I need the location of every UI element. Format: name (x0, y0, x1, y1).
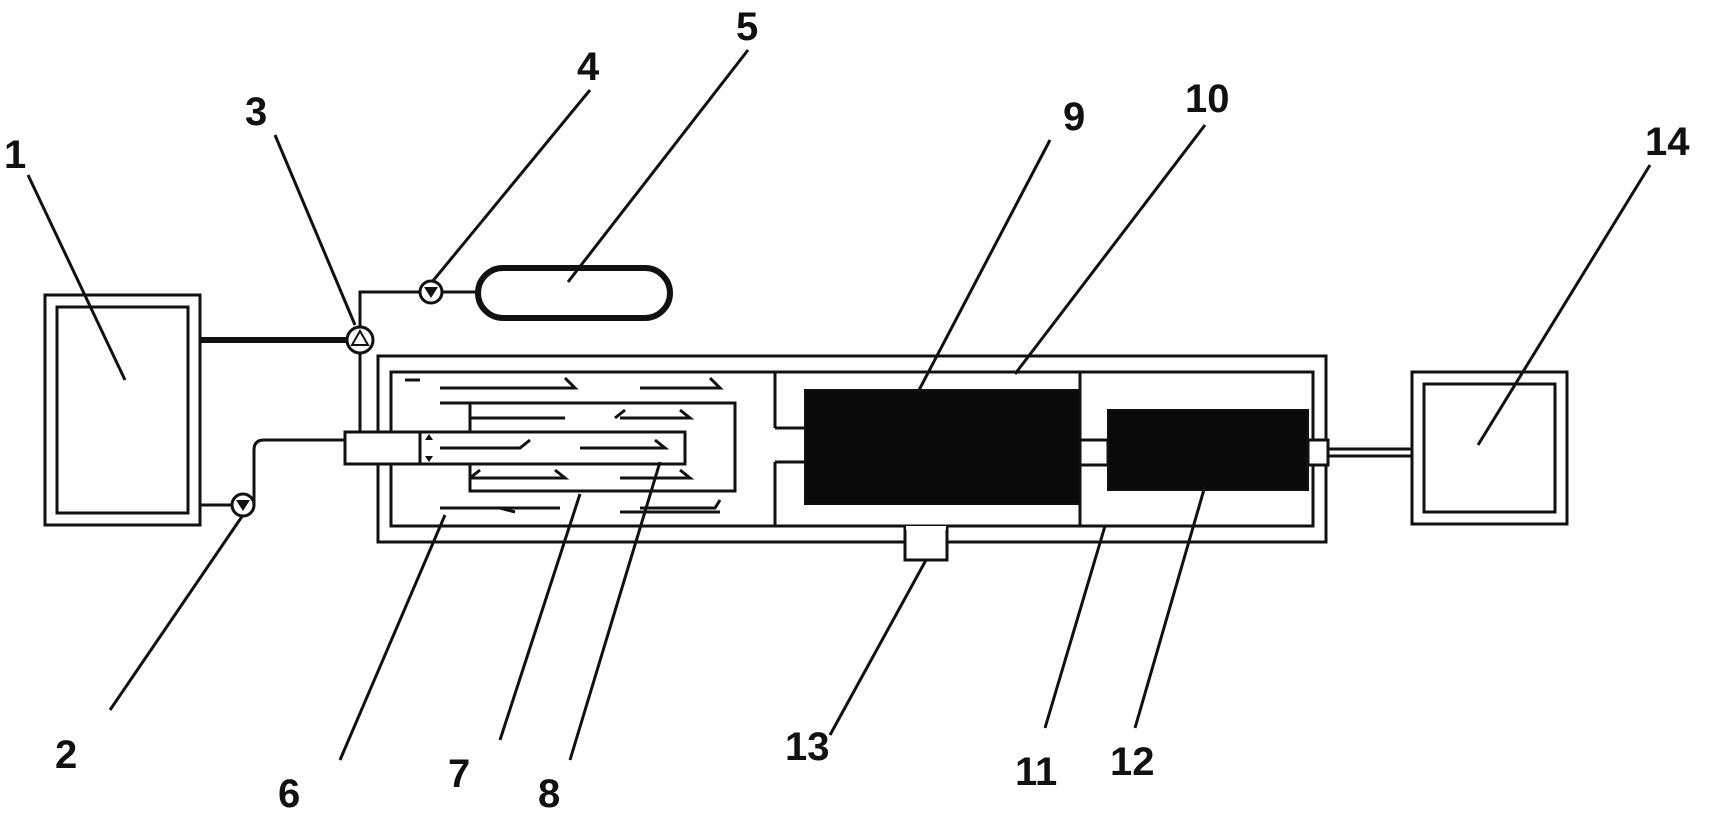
label-10: 10 (1185, 77, 1230, 121)
leader-2 (108, 514, 245, 711)
label-8: 8 (538, 772, 560, 815)
pipe-2-to-6 (252, 438, 345, 505)
leader-9 (916, 139, 1052, 393)
label-3: 3 (245, 90, 267, 134)
component-3-pump (345, 325, 375, 355)
divider-left (773, 372, 805, 526)
leader-7 (498, 493, 582, 741)
leader-1 (26, 174, 127, 381)
label-11: 11 (1015, 750, 1057, 794)
label-14: 14 (1645, 120, 1690, 164)
leader-3 (273, 134, 357, 326)
component-8-core (343, 430, 687, 466)
component-5-tank (475, 265, 673, 321)
component-4-valve (418, 279, 444, 305)
leader-12 (1133, 485, 1207, 729)
component-2-valve (230, 492, 256, 518)
label-5: 5 (736, 5, 758, 49)
component-13-port (903, 524, 949, 562)
component-1-box (43, 293, 202, 527)
label-13: 13 (785, 725, 830, 769)
pipe-12-to-14 (1328, 447, 1415, 458)
leader-13 (828, 559, 928, 736)
label-12: 12 (1110, 740, 1155, 784)
label-6: 6 (278, 772, 300, 815)
leader-14 (1476, 164, 1652, 446)
component-12-module (1107, 409, 1330, 491)
label-4: 4 (577, 45, 600, 89)
leader-lines (26, 49, 1652, 761)
component-14-box (1410, 370, 1569, 526)
leader-10 (1013, 124, 1207, 375)
pipe-3-to-4 (358, 290, 420, 328)
component-7-inner-tube (468, 401, 737, 493)
label-2: 2 (55, 733, 77, 777)
label-1: 1 (4, 133, 26, 177)
component-9-block (804, 389, 1081, 505)
label-7: 7 (448, 752, 470, 796)
leader-5 (566, 49, 750, 283)
leader-6 (338, 514, 447, 761)
leader-11 (1043, 525, 1107, 729)
label-9: 9 (1063, 95, 1085, 139)
leader-4 (430, 89, 592, 283)
leader-8 (568, 461, 662, 761)
